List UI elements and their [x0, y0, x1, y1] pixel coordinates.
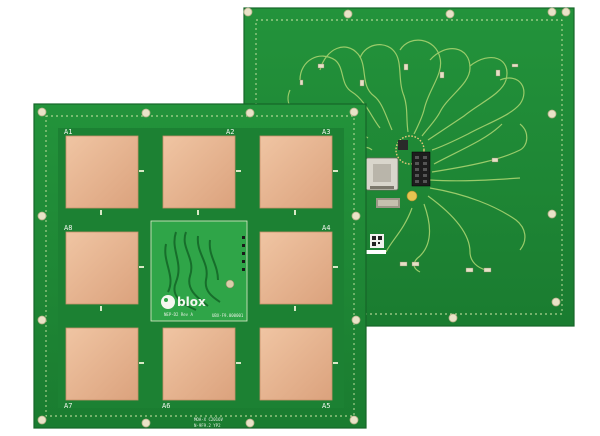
smd-components	[299, 63, 519, 273]
label-a8: A8	[64, 224, 72, 232]
front-board: A1 A2 A3 A8 A4 A7 A6 A5	[33, 103, 367, 429]
label-a7: A7	[64, 402, 72, 410]
label-a1: A1	[64, 128, 72, 136]
antenna-patches	[65, 135, 333, 401]
bottom-text-2: N-9F9.2 YP2	[194, 423, 221, 428]
module-caption: NEP-D2 Rev A	[164, 312, 193, 317]
center-module: blox NEP-D2 Rev A UBX-F9.000001	[150, 220, 248, 322]
small-ic	[398, 140, 408, 150]
bottom-text-1: MOA-X C2016V	[194, 417, 223, 422]
patch-a2	[162, 135, 236, 209]
patch-a8	[65, 231, 139, 305]
receiver-module	[365, 157, 399, 191]
via-ring	[395, 135, 425, 165]
ublox-logo: blox	[161, 295, 206, 309]
label-a2: A2	[226, 128, 234, 136]
module-small-text: UBX-F9.000001	[212, 313, 244, 318]
patch-a5	[259, 327, 333, 401]
label-a4: A4	[322, 224, 330, 232]
mount-holes-back	[243, 7, 571, 323]
gold-pad	[406, 190, 418, 202]
qr-label	[366, 234, 386, 254]
patch-a7	[65, 327, 139, 401]
label-a6: A6	[162, 402, 170, 410]
logo-text: blox	[177, 295, 206, 309]
label-a3: A3	[322, 128, 330, 136]
patch-a3	[259, 135, 333, 209]
label-a5: A5	[322, 402, 330, 410]
center-hole	[225, 279, 235, 289]
mount-holes-front	[37, 107, 361, 428]
header-connector	[411, 151, 431, 187]
coax-connector	[376, 198, 400, 208]
patch-a6	[162, 327, 236, 401]
patch-a1	[65, 135, 139, 209]
patch-a4	[259, 231, 333, 305]
